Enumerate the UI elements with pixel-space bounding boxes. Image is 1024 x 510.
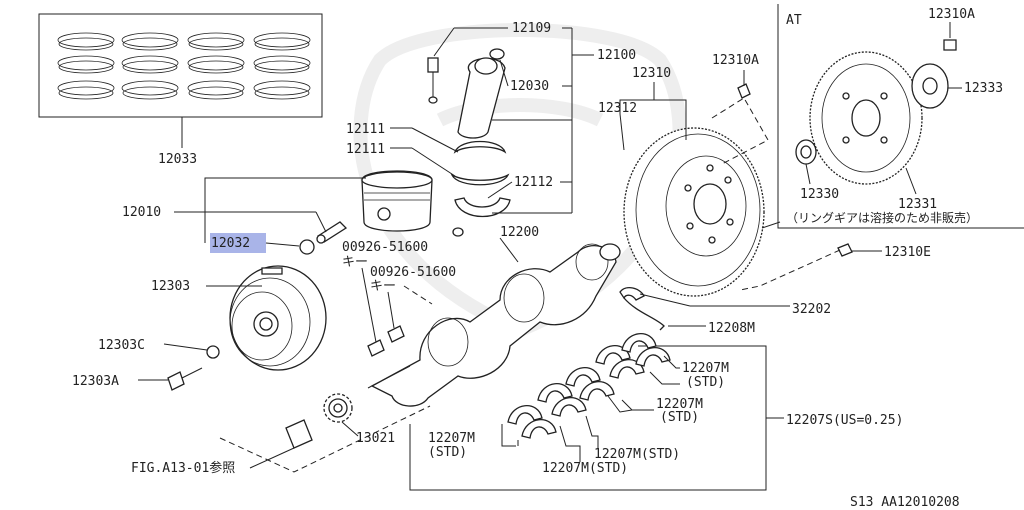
crankshaft-group: 12200 [367,225,621,407]
connecting-rod-group: 12109 12100 12030 12111 12111 12112 [346,21,636,237]
label-00926-lower: 00926-51600 [370,265,456,280]
rod-bearing-upper [453,140,507,154]
thrust-washer [619,286,645,301]
pulley-bolt [167,371,185,391]
label-12312: 12312 [598,101,637,116]
main-bearing-shells [507,333,671,439]
label-12111-upper: 12111 [346,122,385,137]
piston-group: 12010 12032 [122,170,433,255]
label-12331-note: （リングギアは溶接のため非販売） [786,210,978,225]
main-bearing-box: 12207S(US=0.25) 12207M (STD) 12207M (STD… [409,333,903,491]
connecting-rod [457,57,506,139]
label-12333: 12333 [964,81,1003,96]
label-12331: 12331 [898,197,937,212]
rod-bearing-lower [450,173,510,186]
label-bearing-1: 12207M [682,361,729,376]
label-12303: 12303 [151,279,190,294]
label-12310A-left: 12310A [712,53,759,68]
pulley-washer [206,345,220,359]
label-12310E: 12310E [884,245,931,260]
key-group: 00926-51600 キー 00926-51600 キー [342,240,456,357]
label-12030: 12030 [510,79,549,94]
pulley-group: 12303 12303C 12303A [72,265,327,391]
label-12200: 12200 [500,225,539,240]
label-12032: 12032 [211,236,250,251]
label-key-lower: キー [370,279,396,294]
label-12112: 12112 [514,175,553,190]
label-bearing-2-std: (STD) [660,410,699,425]
dowel-pin [837,243,853,257]
flywheel [623,127,765,297]
label-00926-upper: 00926-51600 [342,240,428,255]
flywheel-group: 12310 12312 12310A 12310E [598,53,931,297]
crankshaft [370,245,617,407]
woodruff-key-1 [367,339,385,357]
label-12033: 12033 [158,152,197,167]
label-12111-lower: 12111 [346,142,385,157]
piston-rings-box: 12033 [38,13,323,167]
label-12100: 12100 [597,48,636,63]
label-at: AT [786,13,802,28]
label-12310A-right: 12310A [928,7,975,22]
label-key-upper: キー [342,255,368,270]
woodruff-key-2 [387,325,405,343]
label-bearing-2: 12207M [656,397,703,412]
pilot-bushing [599,243,621,261]
label-12207S: 12207S(US=0.25) [786,413,903,428]
label-bearing-4: 12207M(STD) [594,447,680,462]
label-bearing-3: 12207M [428,431,475,446]
label-bearing-3-std: (STD) [428,445,467,460]
label-bearing-1-std: (STD) [686,375,725,390]
timing-chain-part [285,419,313,449]
rod-bushing [489,48,505,60]
label-12208M: 12208M [708,321,755,336]
at-panel: AT 12310A 12333 12330 12331 （リングギアは溶接のため… [777,4,1024,229]
ring-set [57,32,311,100]
snap-ring [299,239,315,255]
label-fig-ref: FIG.A13-01参照 [131,460,235,476]
label-12310: 12310 [632,66,671,81]
thrust-bearing-group: 32202 12208M [619,286,831,336]
highlight-12032 [210,233,266,253]
footer-code: S13 AA12010208 [850,495,960,510]
label-12303C: 12303C [98,338,145,353]
drive-plate-bolt [943,39,957,51]
label-32202: 32202 [792,302,831,317]
rod-cap [454,197,511,218]
label-bearing-5: 12207M(STD) [542,461,628,476]
rod-bolt-top [427,57,439,73]
label-12330: 12330 [800,187,839,202]
label-12109: 12109 [512,21,551,36]
sprocket-group: 13021 FIG.A13-01参照 [131,393,431,476]
label-12010: 12010 [122,205,161,220]
label-13021: 13021 [356,431,395,446]
label-12303A: 12303A [72,374,119,389]
flywheel-bolt [737,83,751,99]
